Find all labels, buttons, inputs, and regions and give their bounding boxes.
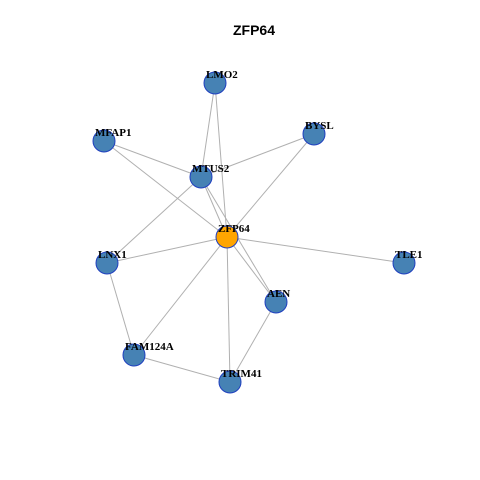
node-tle1[interactable]: TLE1 [392,249,423,275]
node-bysl[interactable]: BYSL [302,120,334,146]
node-circle-bysl[interactable] [302,122,326,146]
node-circle-mtus2[interactable] [189,165,213,189]
edge-zfp64-lnx1 [106,236,228,264]
node-circle-zfp64[interactable] [215,225,239,249]
node-label-aen: AEN [267,288,290,300]
edge-mtus2-aen [200,176,277,303]
node-trim41[interactable]: TRIM41 [218,368,262,394]
node-label-mtus2: MTUS2 [192,163,230,175]
edge-lmo2-mtus2 [200,82,216,178]
graph-title: ZFP64 [233,22,275,38]
edge-bysl-mtus2 [200,133,315,178]
edge-mfap1-zfp64 [103,140,228,238]
node-aen[interactable]: AEN [264,288,290,314]
node-lmo2[interactable]: LMO2 [203,69,238,95]
node-circle-lmo2[interactable] [203,71,227,95]
edge-zfp64-trim41 [226,236,231,383]
edge-layer [103,82,405,383]
node-circle-tle1[interactable] [392,251,416,275]
edge-lnx1-fam124a [106,262,135,356]
node-fam124a[interactable]: FAM124A [122,341,174,367]
edge-fam124a-trim41 [133,354,231,383]
node-circle-fam124a[interactable] [122,343,146,367]
node-label-bysl: BYSL [305,120,334,132]
node-zfp64[interactable]: ZFP64 [215,223,250,249]
node-circle-aen[interactable] [264,290,288,314]
node-mtus2[interactable]: MTUS2 [189,163,230,189]
node-label-zfp64: ZFP64 [218,223,250,235]
node-circle-lnx1[interactable] [95,251,119,275]
node-circle-mfap1[interactable] [92,129,116,153]
edge-zfp64-tle1 [226,236,405,264]
edge-mfap1-mtus2 [103,140,202,178]
node-label-tle1: TLE1 [395,249,423,261]
node-lnx1[interactable]: LNX1 [95,249,127,275]
edge-bysl-zfp64 [226,133,315,238]
node-circle-trim41[interactable] [218,370,242,394]
node-label-trim41: TRIM41 [221,368,262,380]
edge-zfp64-fam124a [133,236,228,356]
node-label-mfap1: MFAP1 [95,127,131,139]
edge-aen-trim41 [229,301,277,383]
edge-lmo2-zfp64 [214,82,228,238]
node-label-lmo2: LMO2 [206,69,238,81]
edge-zfp64-aen [226,236,277,303]
node-label-lnx1: LNX1 [98,249,127,261]
node-mfap1[interactable]: MFAP1 [92,127,131,153]
edge-mtus2-lnx1 [106,176,202,264]
node-label-fam124a: FAM124A [125,341,174,353]
